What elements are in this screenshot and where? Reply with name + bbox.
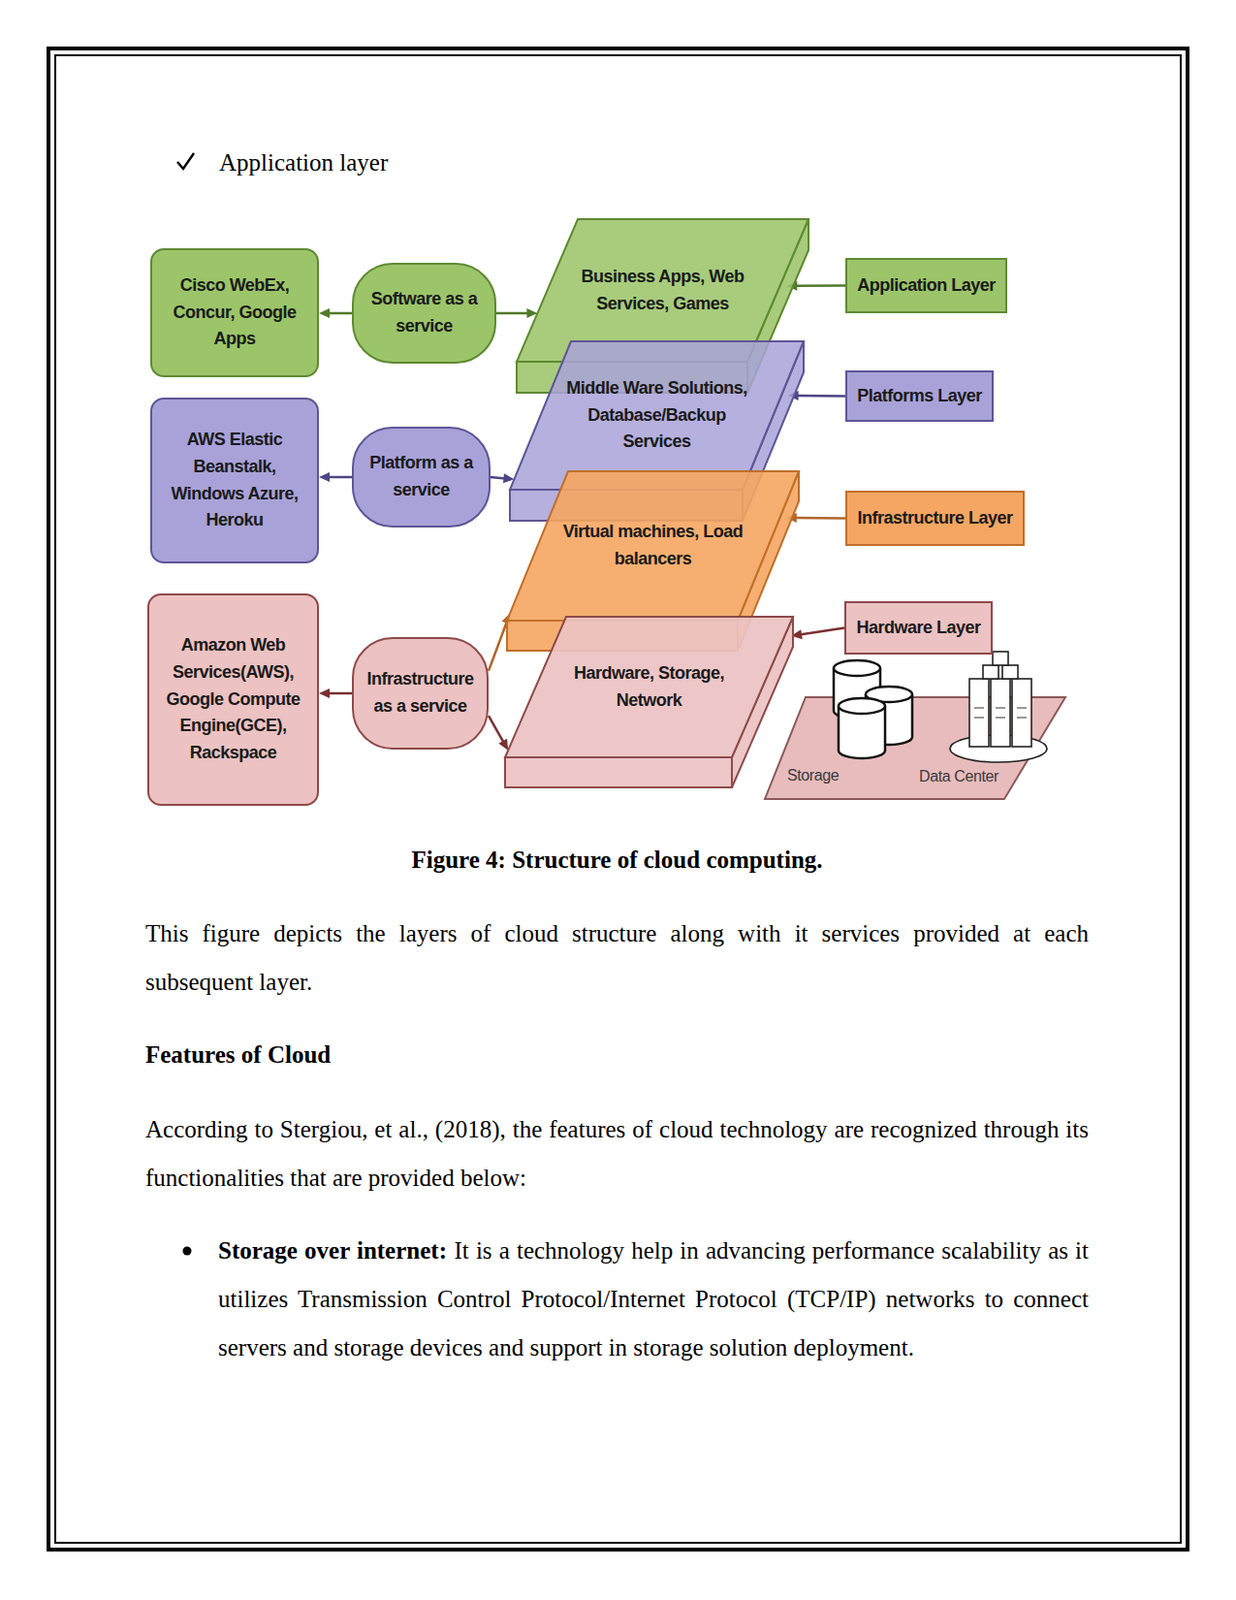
inner-border [55,55,1181,1543]
server-unit [1002,665,1018,679]
section-heading: Features of Cloud [145,1030,1089,1079]
slab-front [505,757,732,788]
server-unit [992,651,1009,666]
cylinder-top [838,697,886,714]
bullet-lead: Storage over internet: [218,1236,447,1264]
server-rack [1012,678,1032,747]
slab-text: Hardware, Storage, Network [549,660,749,715]
connector-line [490,476,506,478]
check-mark [177,153,194,169]
slab-text: Business Apps, Web Services, Games [561,263,765,318]
slab-text: Virtual machines, Load balancers [553,518,753,573]
server-rack [969,678,989,747]
slab-face [505,616,793,758]
connector-arrow [786,512,846,523]
box-text: Cisco WebEx, Concur, Google Apps [158,272,312,354]
box-text: Application Layer [856,274,996,297]
connector-arrow [490,473,514,483]
figure-caption: Figure 4: Structure of cloud computing. [145,835,1089,885]
bullet-paragraph: Storage over internet:It is a technology… [218,1226,1089,1372]
slab-face [509,341,804,490]
box-text: Platform as a service [357,449,485,505]
box-text: Hardware Layer [855,616,981,639]
data-center-label: Data Center [919,767,999,786]
layer-label-box: Platforms Layer [845,370,994,422]
server-rack [990,678,1011,747]
body-paragraph: According to Stergiou, et al., (2018), t… [145,1105,1089,1203]
slab-face [516,219,809,362]
rack-slots [974,707,1027,718]
connector-arrow [318,688,352,698]
checklist-item: Application layer [219,138,801,188]
connector-line [796,394,846,398]
connector-line [488,621,508,671]
box-text: Amazon Web Services(AWS), Google Compute… [155,632,312,767]
storage-cylinders [833,660,913,759]
connector-arrow [496,308,538,318]
connector-line [799,628,845,635]
service-oval: Platform as a service [351,426,491,528]
body-paragraph: This figure depicts the layers of cloud … [145,909,1089,1007]
box-text: Platforms Layer [856,384,983,408]
service-oval: Software as a service [351,262,497,364]
provider-box: AWS Elastic Beanstalk, Windows Azure, He… [150,397,319,564]
connector-line [496,312,529,316]
server-unit [982,665,999,679]
box-text: AWS Elastic Beanstalk, Windows Azure, He… [158,426,312,536]
slab-text: Middle Ware Solutions, Database/Backup S… [552,375,761,457]
layer-label-box: Application Layer [845,257,1008,314]
layer-slab: Hardware, Storage, Network [505,616,793,788]
storage-label: Storage [787,766,839,785]
cylinder-top [833,660,881,676]
connector-line [794,516,846,520]
outer-border [48,48,1188,1550]
layer-label-box: Infrastructure Layer [845,490,1025,546]
box-text: Software as a service [357,285,491,341]
slab-face [507,471,799,621]
box-text: Infrastructure as a service [357,665,483,721]
layer-label-box: Hardware Layer [844,601,993,655]
connector-arrow [318,472,352,482]
connector-line [327,475,352,479]
connector-line [488,715,505,743]
box-text: Infrastructure Layer [856,507,1013,530]
data-center-racks [950,651,1047,762]
connector-line [327,312,352,316]
provider-box: Amazon Web Services(AWS), Google Compute… [147,593,319,806]
connector-arrow [791,628,845,640]
connector-arrow [318,308,352,318]
connector-line [794,284,846,287]
service-oval: Infrastructure as a service [351,636,489,750]
connector-line [327,692,352,696]
bullet-dot [183,1246,192,1256]
connector-arrow [488,715,508,751]
provider-box: Cisco WebEx, Concur, Google Apps [150,248,319,378]
